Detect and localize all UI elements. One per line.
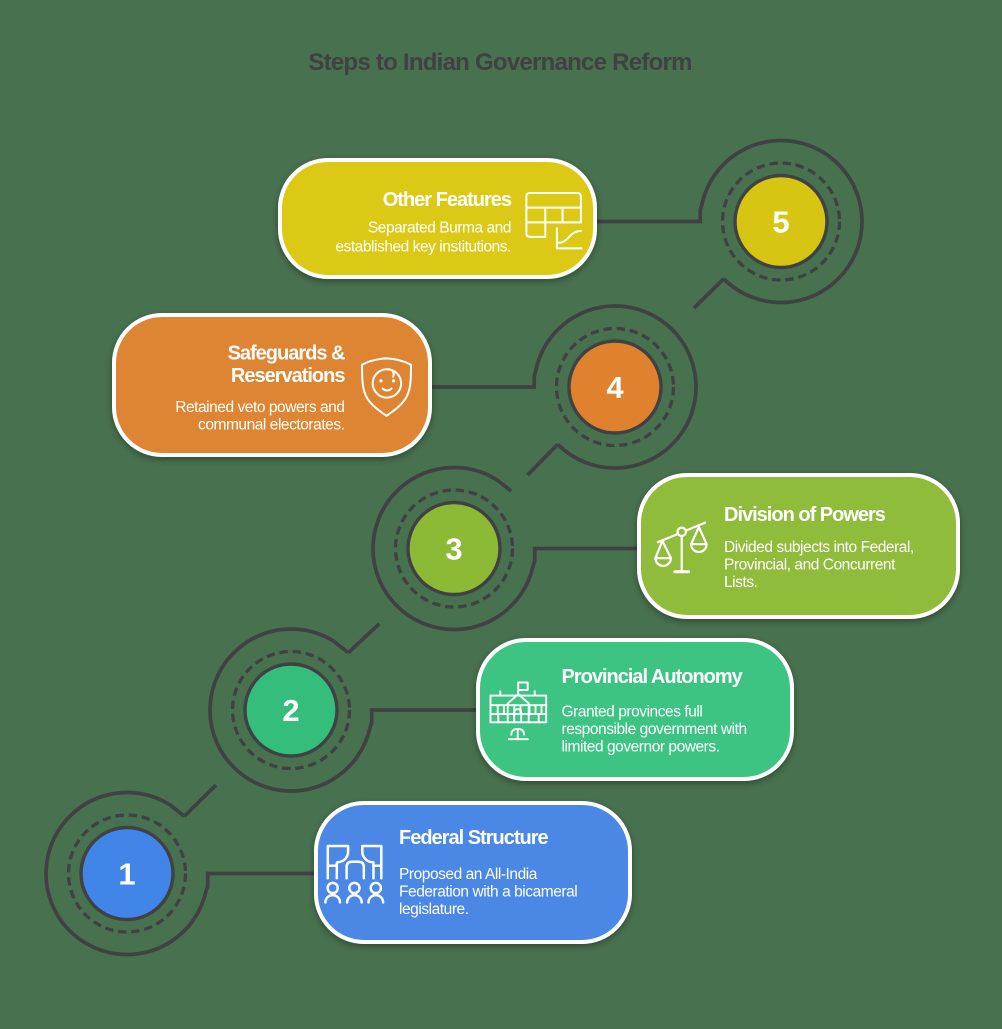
svg-text:Reservations: Reservations: [231, 365, 345, 387]
svg-text:3: 3: [445, 532, 462, 567]
svg-text:Federation with a bicameral: Federation with a bicameral: [399, 884, 577, 901]
svg-text:Divided subjects into Federal,: Divided subjects into Federal,: [724, 539, 914, 556]
svg-text:established key institutions.: established key institutions.: [335, 239, 511, 256]
svg-text:2: 2: [282, 693, 299, 728]
svg-text:Granted provinces full: Granted provinces full: [562, 704, 703, 721]
svg-text:Steps to Indian Governance Ref: Steps to Indian Governance Reform: [308, 49, 691, 76]
svg-text:Separated Burma and: Separated Burma and: [368, 220, 511, 237]
svg-text:5: 5: [772, 205, 789, 240]
svg-text:legislature.: legislature.: [399, 901, 469, 918]
svg-text:Division of Powers: Division of Powers: [724, 504, 886, 526]
svg-text:Provincial, and Concurrent: Provincial, and Concurrent: [724, 557, 896, 574]
svg-text:1: 1: [118, 857, 135, 892]
svg-text:responsible government with: responsible government with: [562, 721, 747, 738]
svg-text:Proposed an All-India: Proposed an All-India: [399, 866, 538, 883]
svg-text:Lists.: Lists.: [724, 574, 757, 591]
svg-text:limited governor powers.: limited governor powers.: [562, 739, 720, 756]
svg-text:Other Features: Other Features: [383, 189, 512, 211]
svg-text:communal electorates.: communal electorates.: [198, 417, 344, 434]
svg-text:Retained veto powers and: Retained veto powers and: [175, 399, 344, 416]
svg-text:Provincial Autonomy: Provincial Autonomy: [562, 666, 744, 688]
svg-text:Federal Structure: Federal Structure: [399, 827, 548, 849]
svg-text:Safeguards &: Safeguards &: [228, 343, 345, 365]
svg-text:4: 4: [606, 370, 624, 405]
